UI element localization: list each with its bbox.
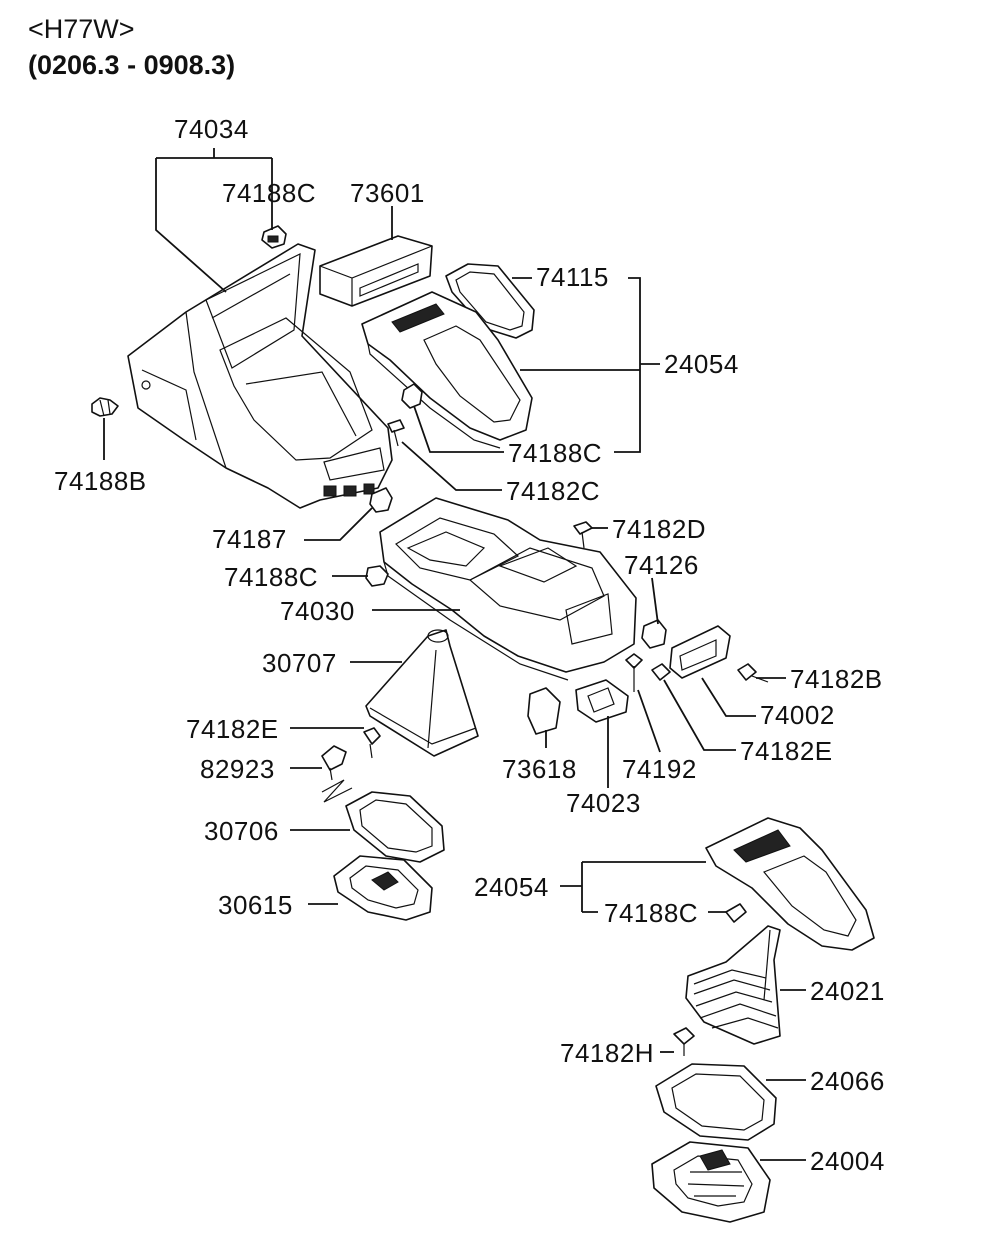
- console-panel-lower: [705, 817, 875, 951]
- label-74192: 74192: [622, 754, 697, 784]
- seal-24004: [651, 1141, 771, 1223]
- knob-82923: [321, 745, 353, 803]
- clip-74188C-right: [725, 903, 747, 923]
- label-74030: 74030: [280, 596, 355, 626]
- label-24021: 24021: [810, 976, 885, 1006]
- label-74188C-mid: 74188C: [508, 438, 602, 468]
- label-74182C: 74182C: [506, 476, 600, 506]
- label-73601: 73601: [350, 178, 425, 208]
- label-24066: 24066: [810, 1066, 885, 1096]
- screw-74182E-left: [363, 727, 381, 759]
- label-74023: 74023: [566, 788, 641, 818]
- screw-74182C: [387, 419, 405, 447]
- clip-74188C-lower: [365, 565, 389, 587]
- clip-74188C-mid: [401, 383, 423, 409]
- label-30706: 30706: [204, 816, 279, 846]
- storage-tray-part: [319, 235, 433, 307]
- label-74182B: 74182B: [790, 664, 883, 694]
- label-82923: 82923: [200, 754, 275, 784]
- production-period: (0206.3 - 0908.3): [28, 50, 235, 80]
- label-74188C-lower: 74188C: [224, 562, 318, 592]
- shift-boot-30707: [365, 629, 479, 757]
- label-24054-lower: 24054: [474, 872, 549, 902]
- console-panel-upper: [361, 291, 533, 449]
- label-74182D: 74182D: [612, 514, 706, 544]
- rear-console-part: [127, 243, 393, 509]
- boot-ring-24066: [655, 1063, 777, 1141]
- bracket-73618: [527, 687, 561, 735]
- label-73618: 73618: [502, 754, 577, 784]
- clip-74188C-top: [261, 225, 287, 249]
- shift-boot-24021: [685, 925, 781, 1045]
- label-74126: 74126: [624, 550, 699, 580]
- label-74034: 74034: [174, 114, 249, 144]
- tray-mat-part: [445, 263, 535, 339]
- label-30707: 30707: [262, 648, 337, 678]
- label-74187: 74187: [212, 524, 287, 554]
- leader-lines: [103, 148, 806, 1161]
- bracket-74023: [575, 679, 629, 723]
- screw-74182B: [737, 663, 769, 683]
- label-74115: 74115: [536, 262, 609, 292]
- bracket-74126: [641, 619, 667, 649]
- clip-74187: [369, 487, 393, 513]
- label-30615: 30615: [218, 890, 293, 920]
- screw-74182H: [673, 1027, 695, 1056]
- label-24054-upper: 24054: [664, 349, 739, 379]
- label-74002: 74002: [760, 700, 835, 730]
- front-console-part: [379, 497, 637, 681]
- model-code: <H77W>: [28, 14, 135, 44]
- boot-ring-30706: [345, 791, 445, 863]
- label-74182H: 74182H: [560, 1038, 654, 1068]
- screw-74182D: [573, 521, 593, 549]
- panel-insert-74002: [669, 625, 731, 679]
- nut-74182E-right: [651, 663, 671, 681]
- seal-30615: [333, 855, 433, 921]
- label-74182E-left: 74182E: [186, 714, 279, 744]
- clip-74188B: [91, 397, 119, 417]
- label-74188B: 74188B: [54, 466, 147, 496]
- bolt-74192: [625, 653, 643, 692]
- label-74188C-right: 74188C: [604, 898, 698, 928]
- label-74182E-right: 74182E: [740, 736, 833, 766]
- label-74188C-top: 74188C: [222, 178, 316, 208]
- part-labels: 74034 74188C 73601 74115 24054 74188B 74…: [54, 114, 885, 1176]
- label-24004: 24004: [810, 1146, 885, 1176]
